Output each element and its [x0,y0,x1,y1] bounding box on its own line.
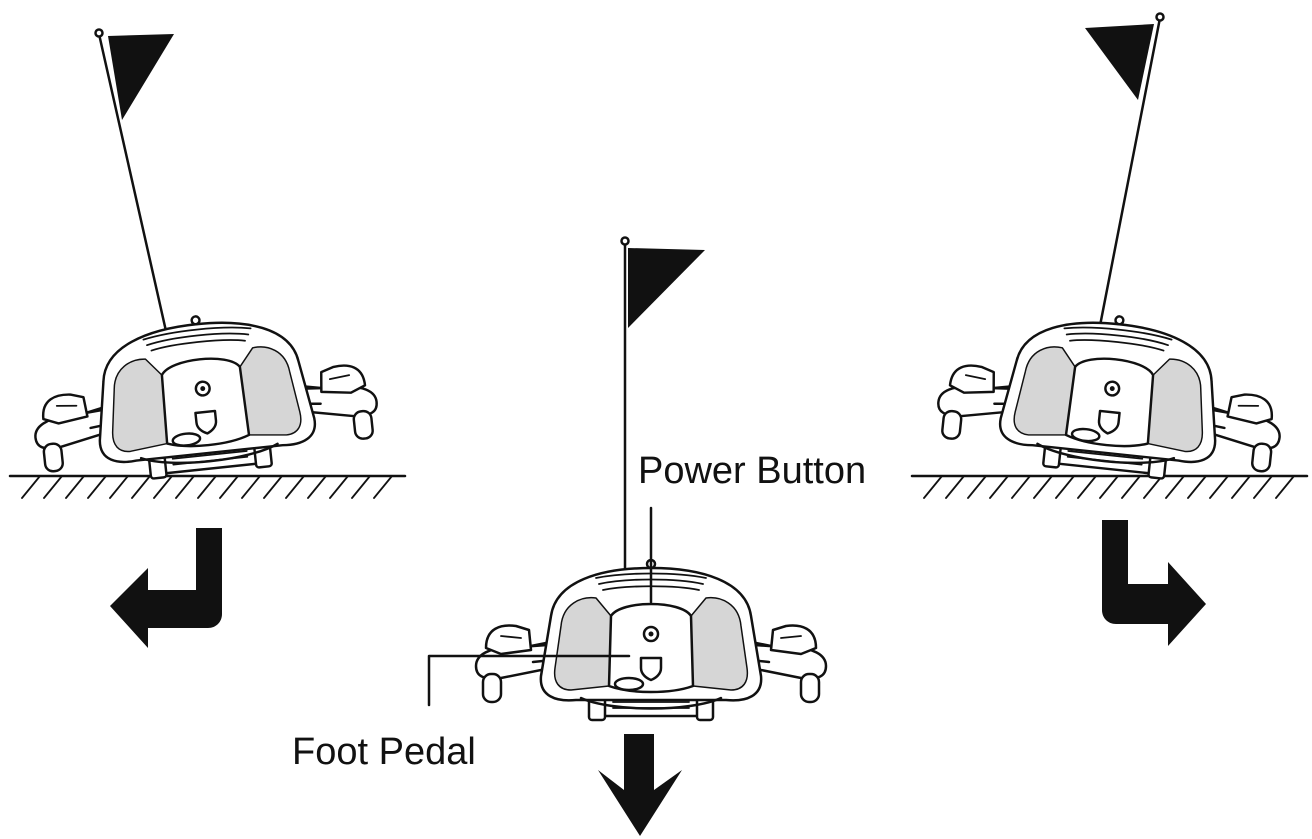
straight-view: Power Button Foot Pedal [292,236,866,836]
right-turn-view [910,12,1309,646]
turn-right-arrow [1102,520,1206,646]
power-button-label: Power Button [638,450,866,492]
power-button-callout: Power Button [638,450,866,604]
ground-left [8,474,407,500]
flag-center [620,236,705,572]
kart-right [931,297,1292,492]
foot-pedal-callout: Foot Pedal [292,654,631,773]
foot-pedal-label: Foot Pedal [292,731,476,773]
ground-right [910,474,1309,500]
flag-left [94,28,174,342]
flag-right [1085,12,1165,338]
kart-left [23,297,384,492]
turn-left-arrow [110,528,222,648]
left-turn-view [8,28,407,648]
down-arrow [598,734,682,836]
